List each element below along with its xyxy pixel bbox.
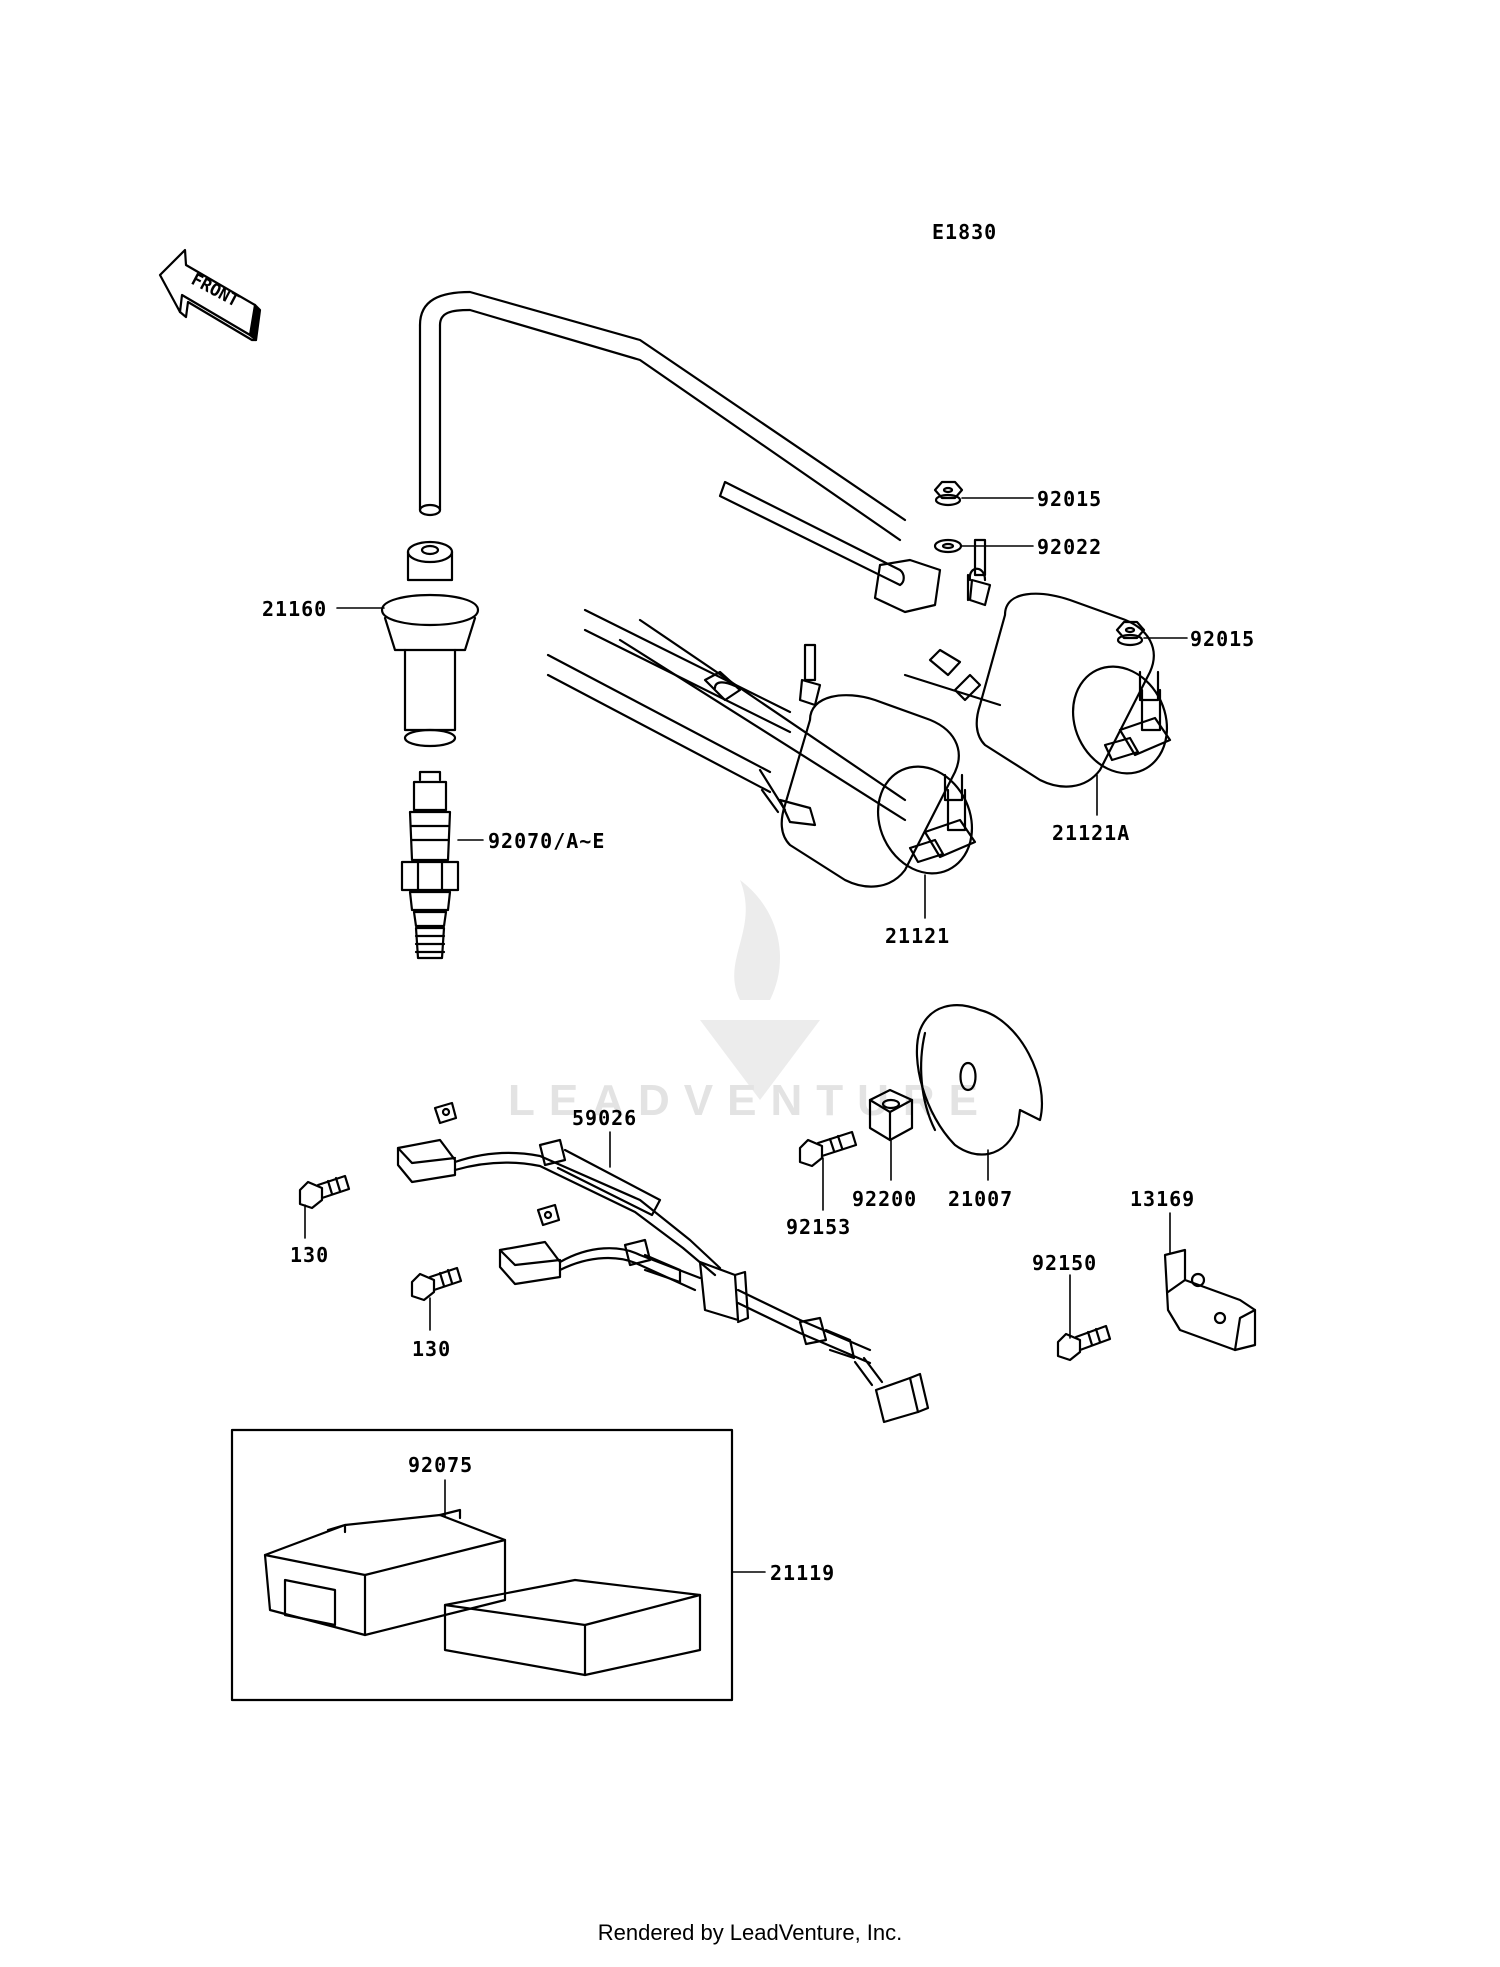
label-92015-upper: 92015 (1037, 487, 1102, 511)
igniter-pad (443, 1578, 702, 1677)
label-92200: 92200 (852, 1187, 917, 1211)
bolt-92150 (1056, 1324, 1112, 1362)
label-130-upper: 130 (290, 1243, 329, 1267)
nut-92015-upper (933, 480, 964, 507)
washer-92022 (933, 538, 963, 554)
nut-92200 (868, 1088, 914, 1142)
diagram-code: E1830 (932, 220, 997, 244)
label-21160: 21160 (262, 597, 327, 621)
label-130-lower: 130 (412, 1337, 451, 1361)
leader-lines (304, 497, 1188, 1573)
label-92070: 92070/A~E (488, 829, 605, 853)
label-92075: 92075 (408, 1453, 473, 1477)
label-21007: 21007 (948, 1187, 1013, 1211)
label-21121A: 21121A (1052, 821, 1130, 845)
igniter-unit (263, 1508, 507, 1637)
label-92015-right: 92015 (1190, 627, 1255, 651)
bracket-13169 (1163, 1248, 1257, 1352)
label-92150: 92150 (1032, 1251, 1097, 1275)
igniter-kit-frame (230, 1428, 734, 1702)
ignition-coil-lower (546, 608, 977, 888)
spark-plug-cap (380, 290, 907, 748)
timing-rotor (915, 1004, 1043, 1156)
bolt-92153 (798, 1130, 858, 1168)
bolt-130-lower (410, 1266, 463, 1302)
watermark-text: LEADVENTURE (508, 1076, 992, 1125)
front-arrow-icon: FRONT (158, 248, 262, 342)
watermark: LEADVENTURE (508, 880, 992, 1125)
label-92022: 92022 (1037, 535, 1102, 559)
spark-plug (400, 770, 460, 960)
nut-92015-right (1115, 620, 1146, 647)
label-92153: 92153 (786, 1215, 851, 1239)
pickup-coil-harness (396, 1101, 930, 1424)
label-59026: 59026 (572, 1106, 637, 1130)
bolt-130-upper (298, 1174, 351, 1210)
label-13169: 13169 (1130, 1187, 1195, 1211)
label-21121: 21121 (885, 924, 950, 948)
footer-credit: Rendered by LeadVenture, Inc. (597, 1920, 903, 1945)
label-21119: 21119 (770, 1561, 835, 1585)
